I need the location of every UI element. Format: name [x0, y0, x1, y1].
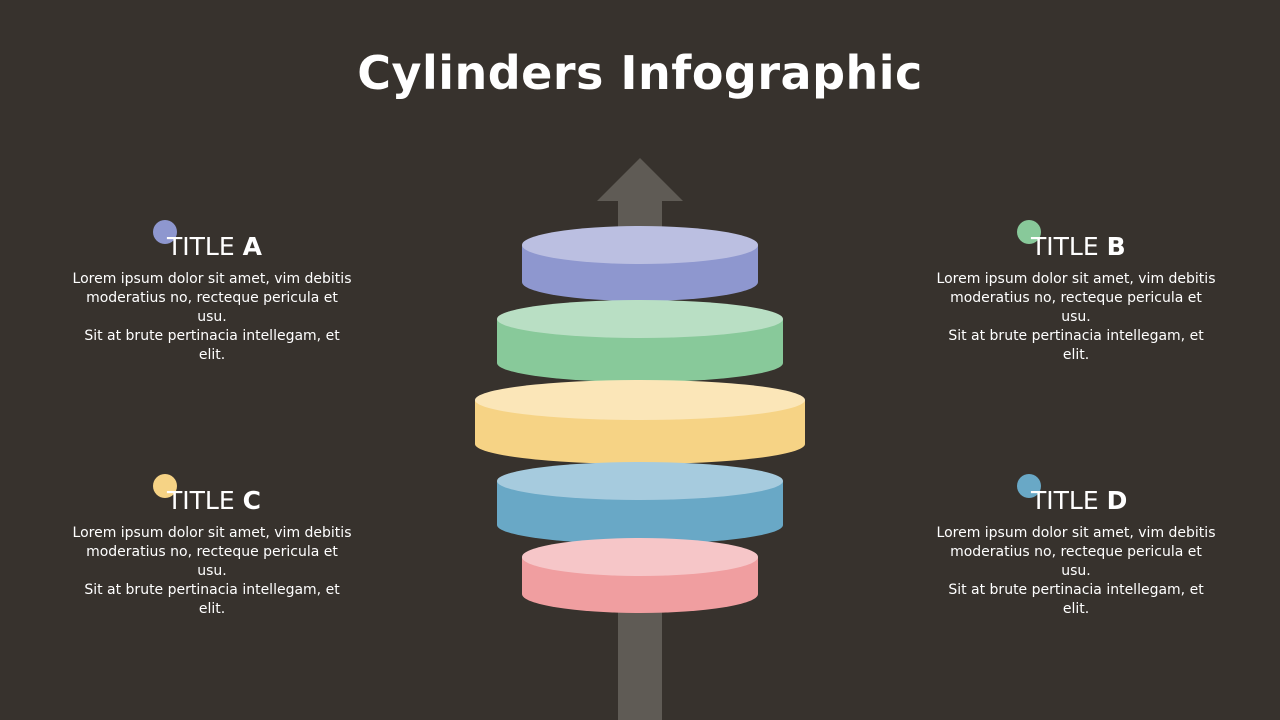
item-heading-c: TITLE C — [167, 486, 261, 515]
cylinder-stack — [475, 226, 805, 613]
item-body-c: Lorem ipsum dolor sit amet, vim debitis … — [72, 525, 352, 617]
item-heading-b: TITLE B — [1031, 232, 1126, 261]
bullet-dot-d — [1017, 474, 1041, 498]
arrow-head — [597, 158, 683, 201]
cylinder-layer-3 — [475, 380, 805, 464]
item-heading-d: TITLE D — [1031, 486, 1128, 515]
bullet-dot-a — [153, 220, 177, 244]
cylinder-layer-2 — [497, 300, 783, 382]
item-heading-a: TITLE A — [167, 232, 262, 261]
item-body-b: Lorem ipsum dolor sit amet, vim debitis … — [936, 271, 1216, 363]
cylinder-layer-4 — [497, 462, 783, 544]
cylinder-top-5 — [522, 538, 758, 576]
cylinder-top-4 — [497, 462, 783, 500]
item-body-d: Lorem ipsum dolor sit amet, vim debitis … — [936, 525, 1216, 617]
cylinder-layer-1 — [522, 226, 758, 301]
bullet-dot-b — [1017, 220, 1041, 244]
cylinder-top-3 — [475, 380, 805, 420]
cylinder-top-2 — [497, 300, 783, 338]
item-body-a: Lorem ipsum dolor sit amet, vim debitis … — [72, 271, 352, 363]
cylinder-top-1 — [522, 226, 758, 264]
page-title: Cylinders Infographic — [357, 46, 923, 100]
bullet-dot-c — [153, 474, 177, 498]
cylinder-layer-5 — [522, 538, 758, 613]
